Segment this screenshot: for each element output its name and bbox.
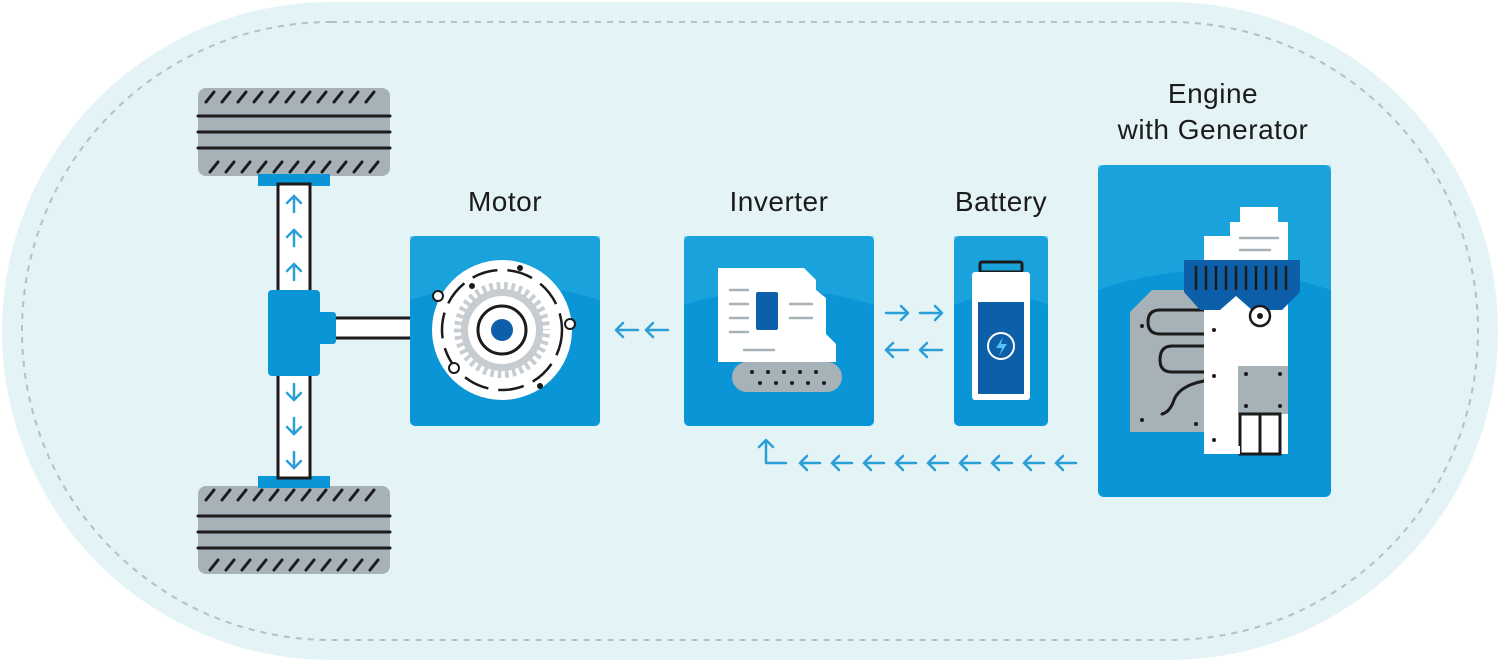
engine-label-line2: with Generator: [1117, 114, 1309, 145]
battery-label: Battery: [954, 186, 1048, 217]
axle-icon: [258, 174, 414, 488]
engine-label: Engine with Generator: [1060, 76, 1366, 148]
battery-icon: [972, 260, 1030, 400]
lightning-icon: [987, 332, 1015, 360]
motor-label: Motor: [467, 186, 543, 217]
motor-icon: [432, 260, 576, 400]
battery-panel: [954, 236, 1048, 426]
flow-arrow-icon: [614, 304, 1078, 472]
dashed-outline: [21, 21, 1479, 641]
engine-panel: [1098, 165, 1331, 497]
inverter-label: Inverter: [729, 186, 829, 217]
bottom-tire-icon: [196, 486, 392, 574]
top-tire-icon: [196, 88, 392, 176]
engine-label-line1: Engine: [1167, 78, 1259, 109]
engine-icon: [1130, 207, 1300, 456]
drivetrain: [196, 88, 414, 574]
inverter-panel: [684, 236, 874, 426]
motor-panel: [410, 236, 600, 426]
inverter-icon: [718, 268, 842, 392]
